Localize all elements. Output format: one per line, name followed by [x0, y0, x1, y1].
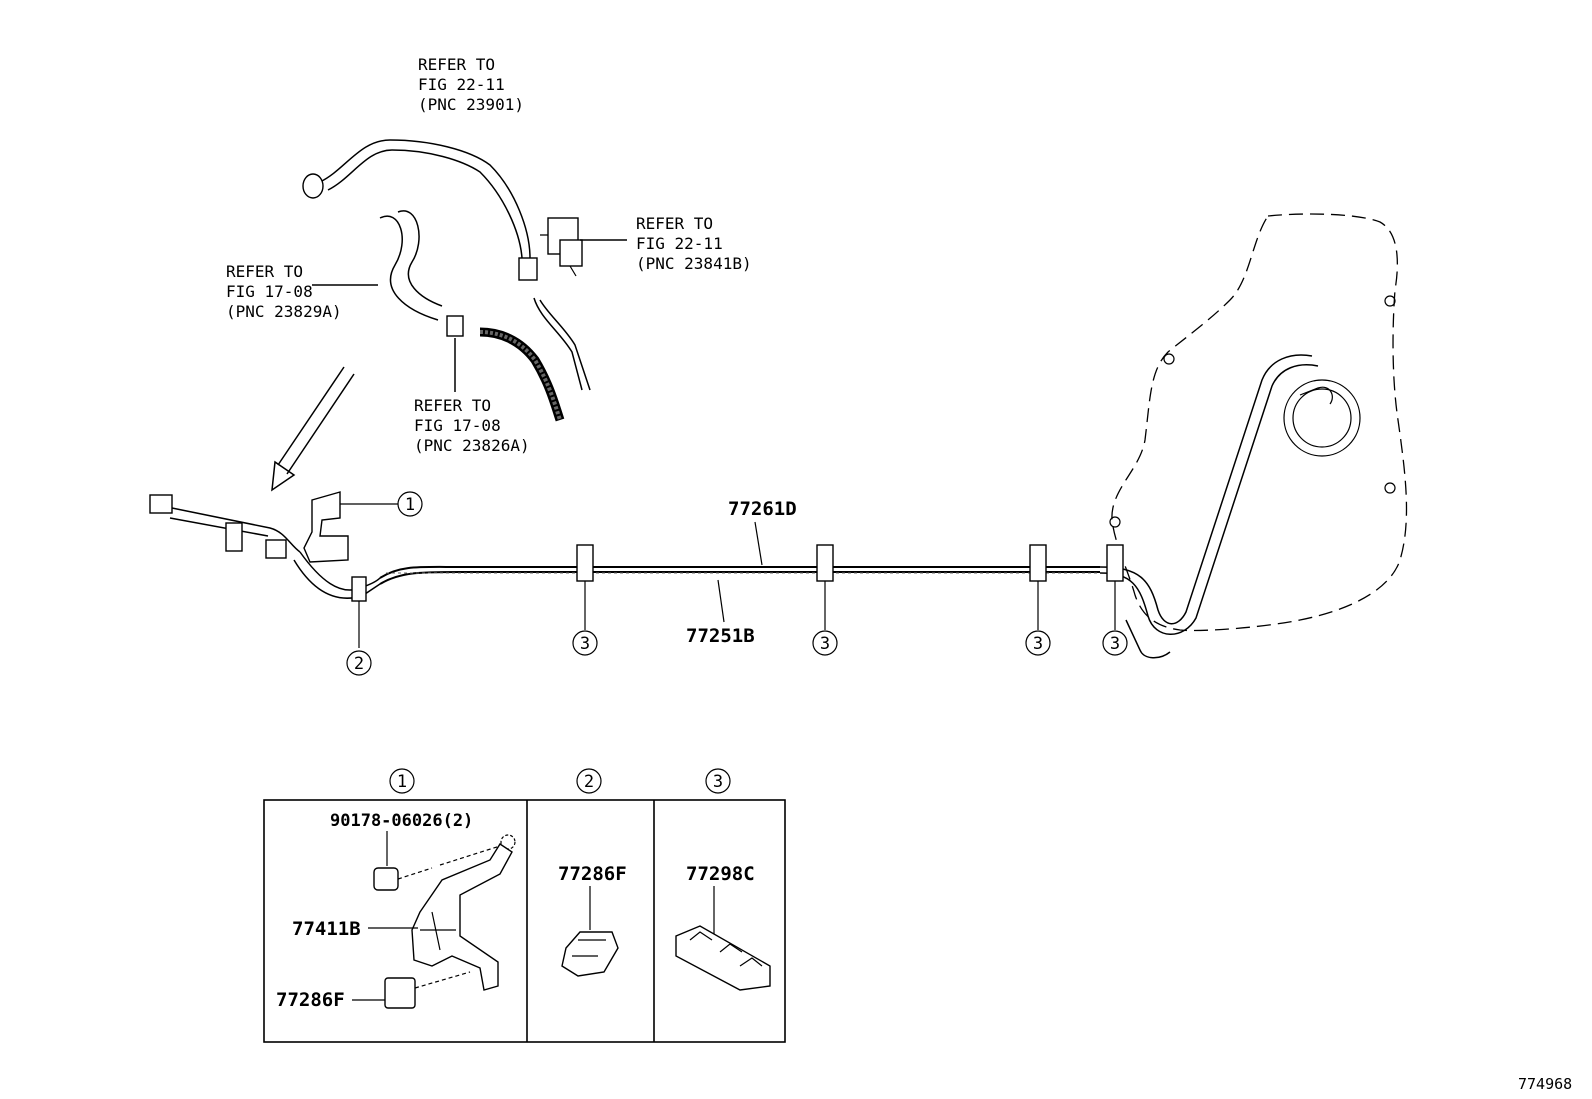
part-number-main-tube: 77261D — [728, 498, 797, 520]
svg-text:2: 2 — [354, 654, 364, 674]
hose-23829a — [312, 210, 443, 321]
fuel-tank-outline — [1109, 213, 1408, 632]
part-number-clamp-box1: 77286F — [276, 989, 345, 1011]
ref-pnc-23901-line2: FIG 22-11 — [418, 75, 505, 94]
box2-clamp — [561, 886, 619, 977]
ref-pnc-23829a-line3: (PNC 23829A) — [226, 302, 342, 321]
svg-text:3: 3 — [820, 634, 830, 654]
connector-23841b — [540, 217, 627, 277]
ref-pnc-23829a-line2: FIG 17-08 — [226, 282, 313, 301]
svg-text:3: 3 — [713, 772, 723, 792]
view-arrow — [271, 366, 355, 492]
ref-pnc-23841b-line2: FIG 22-11 — [636, 234, 723, 253]
svg-text:2: 2 — [584, 772, 594, 792]
vapor-hose-23901 — [302, 139, 538, 281]
part-number-clamp-box3: 77298C — [686, 863, 755, 885]
svg-text:3: 3 — [1033, 634, 1043, 654]
svg-text:1: 1 — [397, 772, 407, 792]
callout-2-main: 2 — [346, 650, 372, 676]
ref-pnc-23901-line3: (PNC 23901) — [418, 95, 524, 114]
part-number-clamp-box2: 77286F — [558, 863, 627, 885]
callout-3-main-c: 3 — [1025, 630, 1051, 656]
detail-box-frame — [263, 799, 786, 1043]
part-number-nut: 90178-06026(2) — [330, 811, 473, 831]
svg-text:3: 3 — [1110, 634, 1120, 654]
wire-harness — [479, 297, 591, 422]
box3-clamp — [675, 886, 771, 991]
part-number-return-tube: 77251B — [686, 625, 755, 647]
callout-3-main-b: 3 — [812, 630, 838, 656]
callout-3-main-a: 3 — [572, 630, 598, 656]
svg-text:3: 3 — [580, 634, 590, 654]
figure-id: 774968 — [1518, 1075, 1572, 1093]
callout-3-main-d: 3 — [1102, 630, 1128, 656]
ref-pnc-23829a-line1: REFER TO — [226, 262, 303, 281]
fuel-tube-assembly — [149, 354, 1319, 659]
detail-callout-2: 2 — [576, 768, 602, 794]
ref-pnc-23901-line1: REFER TO — [418, 55, 495, 74]
ref-pnc-23826a-line1: REFER TO — [414, 396, 491, 415]
svg-text:1: 1 — [405, 495, 415, 515]
detail-callout-1: 1 — [389, 768, 415, 794]
ref-pnc-23826a-line2: FIG 17-08 — [414, 416, 501, 435]
detail-callout-3: 3 — [705, 768, 731, 794]
ref-pnc-23826a-line3: (PNC 23826A) — [414, 436, 530, 455]
part-number-bracket: 77411B — [292, 918, 361, 940]
ref-pnc-23841b-line1: REFER TO — [636, 214, 713, 233]
grommet-23826a — [446, 315, 464, 392]
box1-parts — [352, 831, 516, 1009]
callout-1-main: 1 — [397, 491, 423, 517]
ref-pnc-23841b-line3: (PNC 23841B) — [636, 254, 752, 273]
